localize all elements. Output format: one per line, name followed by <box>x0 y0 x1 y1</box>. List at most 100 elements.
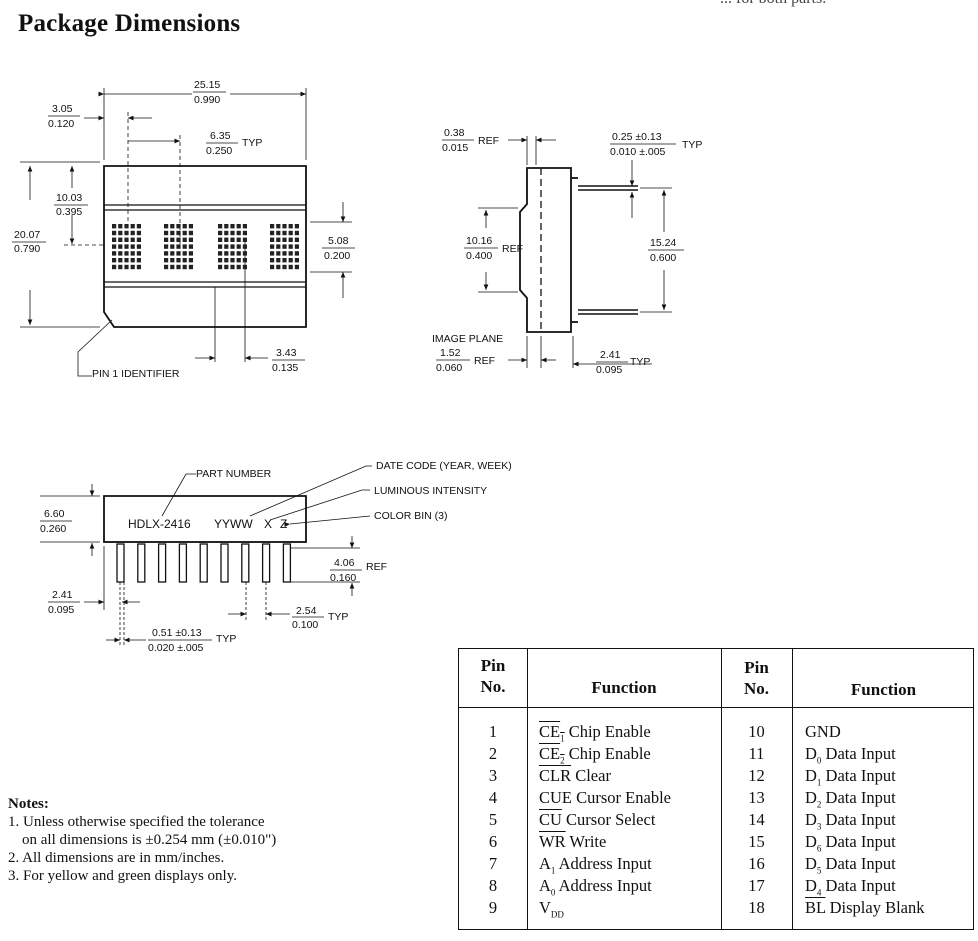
bottom-view-labels: PART NUMBER DATE CODE (YEAR, WEEK) LUMIN… <box>40 460 512 654</box>
signal-subscript: DD <box>550 909 564 920</box>
matrix-dot <box>294 230 299 236</box>
matrix-dot <box>176 237 181 242</box>
svg-text:25.15: 25.15 <box>194 79 220 91</box>
matrix-dot <box>164 244 169 249</box>
header-function-left: Function <box>591 678 657 697</box>
note-1-continued: on all dimensions is ±0.254 mm (±0.010") <box>22 832 277 848</box>
matrix-dot <box>236 264 241 270</box>
signal-description: Data Input <box>821 810 896 829</box>
matrix-dot <box>136 258 141 263</box>
matrix-dot <box>276 264 281 270</box>
matrix-dot <box>124 230 129 236</box>
signal-name: A0 <box>539 876 556 898</box>
matrix-dot <box>176 258 181 263</box>
matrix-dot <box>188 224 193 229</box>
matrix-dot <box>218 224 223 229</box>
svg-text:REF: REF <box>502 243 523 255</box>
pin-number: 4 <box>488 788 498 807</box>
matrix-dot <box>112 258 117 263</box>
matrix-dot <box>224 244 229 249</box>
svg-text:TYP: TYP <box>682 139 702 151</box>
matrix-dot <box>176 264 181 270</box>
matrix-dot <box>276 244 281 249</box>
signal-description: Address Input <box>555 854 652 873</box>
pin-function: GND <box>805 721 841 743</box>
matrix-dot <box>112 264 117 270</box>
matrix-dot <box>218 230 223 236</box>
pin-number: 17 <box>748 876 765 895</box>
matrix-dot <box>130 224 135 229</box>
pin-number: 9 <box>488 898 498 917</box>
svg-text:0.200: 0.200 <box>324 250 350 262</box>
package-pin <box>241 543 250 583</box>
pin-number: 7 <box>488 854 498 873</box>
svg-text:0.160: 0.160 <box>330 572 356 584</box>
pin-number: 11 <box>748 744 765 763</box>
pin-function: D4 Data Input <box>805 875 896 903</box>
svg-text:15.24: 15.24 <box>650 237 676 249</box>
matrix-dot <box>170 224 175 229</box>
signal-name: A1 <box>539 854 556 876</box>
header-function-right: Function <box>850 680 917 699</box>
matrix-dot <box>176 230 181 236</box>
matrix-dot <box>224 230 229 236</box>
matrix-dot <box>170 264 175 270</box>
svg-text:COLOR BIN (3): COLOR BIN (3) <box>374 510 448 522</box>
matrix-dot <box>188 237 193 242</box>
front-view-labels: 25.15 0.990 3.05 0.120 6.35 0.250 TYP 10… <box>12 79 355 380</box>
package-pin <box>220 543 229 583</box>
matrix-dot <box>218 251 223 256</box>
matrix-dot <box>170 251 175 256</box>
svg-text:6.35: 6.35 <box>210 130 231 142</box>
matrix-dot <box>130 251 135 256</box>
signal-subscript: 1 <box>560 733 565 744</box>
svg-text:TYP: TYP <box>216 633 236 645</box>
matrix-dot <box>170 237 175 242</box>
matrix-dot <box>118 244 123 249</box>
svg-text:0.395: 0.395 <box>56 206 82 218</box>
signal-subscript: 1 <box>550 865 556 876</box>
note-3: 3. For yellow and green displays only. <box>8 868 237 884</box>
svg-text:10.03: 10.03 <box>56 192 82 204</box>
matrix-dot <box>230 244 235 249</box>
svg-text:0.38: 0.38 <box>444 127 465 139</box>
package-pin <box>157 543 167 583</box>
pin-function: A1 Address Input <box>539 853 652 881</box>
note-1: 1. Unless otherwise specified the tolera… <box>8 814 265 830</box>
signal-name: D1 <box>805 766 822 788</box>
matrix-dot <box>276 230 281 236</box>
page-title: Package Dimensions <box>18 10 241 37</box>
matrix-dot <box>294 237 299 242</box>
matrix-dot <box>236 244 241 249</box>
pin-number: 15 <box>748 832 765 851</box>
matrix-dot <box>236 237 241 242</box>
pin-function: D6 Data Input <box>805 831 896 859</box>
svg-text:0.600: 0.600 <box>650 252 676 264</box>
matrix-dot <box>118 237 123 242</box>
package-pin <box>199 543 208 583</box>
matrix-dot <box>182 237 187 242</box>
pin-function: CUE Cursor Enable <box>539 787 671 809</box>
package-pin <box>116 543 125 583</box>
pin-function: WR Write <box>539 831 606 853</box>
signal-subscript: 5 <box>816 865 822 876</box>
matrix-dot <box>112 244 117 249</box>
svg-text:0.010 ±.005: 0.010 ±.005 <box>610 146 666 158</box>
matrix-dot <box>294 244 299 249</box>
pin-function: D3 Data Input <box>805 809 896 837</box>
matrix-dot <box>164 237 169 242</box>
svg-text:0.120: 0.120 <box>48 118 74 130</box>
pin-function: CU Cursor Select <box>539 809 655 831</box>
signal-subscript: 2 <box>816 799 822 810</box>
svg-text:2.54: 2.54 <box>296 605 317 617</box>
signal-description: Cursor Enable <box>572 788 671 807</box>
pin-number: 5 <box>488 810 498 829</box>
matrix-dot <box>182 264 187 270</box>
matrix-dot <box>236 258 241 263</box>
matrix-dot <box>224 251 229 256</box>
matrix-dot <box>130 258 135 263</box>
matrix-dot <box>288 244 293 249</box>
pin-number: 16 <box>748 854 765 873</box>
front-view <box>20 88 352 377</box>
matrix-dot <box>242 230 247 236</box>
